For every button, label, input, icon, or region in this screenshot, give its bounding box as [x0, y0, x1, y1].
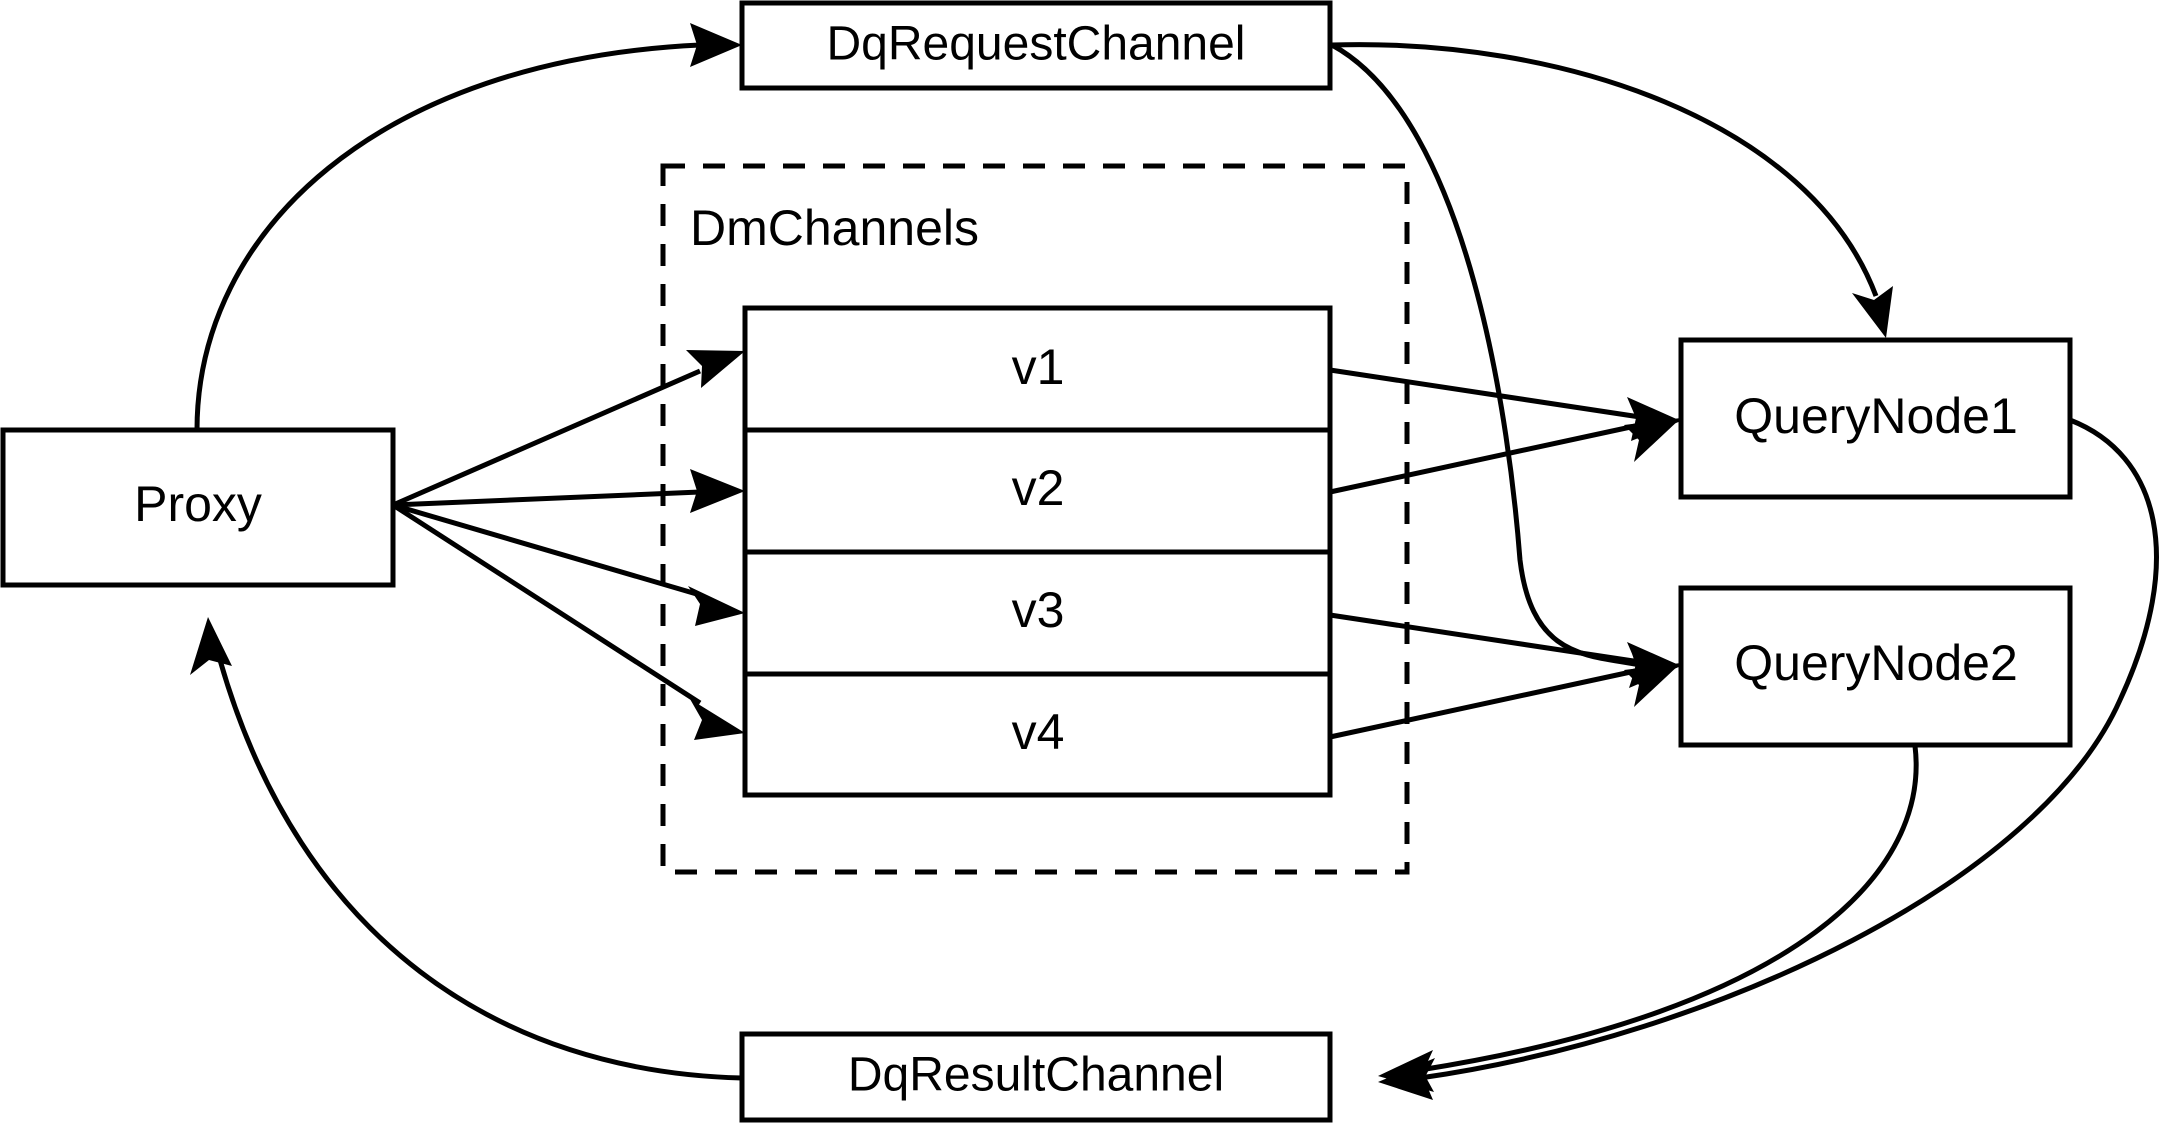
node-querynode2[interactable]: QueryNode2 [1678, 585, 2073, 748]
dq-result-channel-label: DqResultChannel [848, 1049, 1224, 1102]
edge-querynode2-to-dq-result-channel [1378, 745, 1919, 1092]
node-dq-request-channel[interactable]: DqRequestChannel [739, 0, 1333, 91]
node-dq-result-channel[interactable]: DqResultChannel [739, 1031, 1333, 1123]
querynode2-label: QueryNode2 [1734, 635, 2018, 691]
arrowhead-icon [686, 350, 745, 388]
proxy-label: Proxy [134, 476, 262, 532]
edge-proxy-to-v3 [392, 502, 745, 626]
edge-dq-result-channel-to-proxy [190, 617, 743, 1081]
vchannel-row-v4[interactable]: v4 [1012, 704, 1065, 760]
vchannel-row-v1[interactable]: v1 [1012, 339, 1065, 395]
arrowhead-icon [1378, 1050, 1434, 1092]
dm-channels-label: DmChannels [690, 200, 979, 256]
edge-dq-request-channel-to-querynode1 [1331, 42, 1893, 338]
node-querynode1[interactable]: QueryNode1 [1678, 337, 2073, 500]
edge-v2-to-querynode1 [1329, 418, 1681, 495]
vchannel-stack: v1 v2 v3 v4 [742, 305, 1333, 798]
arrowhead-icon [190, 617, 232, 675]
vchannel-row-v2[interactable]: v2 [1012, 460, 1065, 516]
arrowhead-icon [1624, 418, 1681, 462]
edge-querynode1-to-dq-result-channel [1378, 417, 2159, 1100]
edge-proxy-to-v2 [392, 469, 745, 513]
arrowhead-icon [1624, 663, 1681, 707]
dq-request-channel-label: DqRequestChannel [827, 18, 1246, 71]
arrowhead-icon [1852, 286, 1893, 338]
edge-proxy-to-dq-request-channel [194, 23, 742, 431]
node-proxy[interactable]: Proxy [0, 427, 396, 588]
arrowhead-icon [688, 586, 745, 626]
edge-proxy-to-v4 [391, 502, 745, 740]
arrowhead-icon [690, 699, 745, 740]
querynode1-label: QueryNode1 [1734, 388, 2018, 444]
dm-channels-group: DmChannels [660, 163, 1410, 875]
edge-v3-to-querynode2 [1329, 612, 1681, 686]
vchannel-row-v3[interactable]: v3 [1012, 582, 1065, 638]
edge-dq-request-channel-to-querynode2 [1330, 42, 1681, 688]
arrowhead-icon [690, 23, 742, 67]
edge-proxy-to-v1 [391, 350, 745, 508]
arrowhead-icon [690, 469, 745, 513]
edge-v4-to-querynode2 [1329, 663, 1681, 740]
